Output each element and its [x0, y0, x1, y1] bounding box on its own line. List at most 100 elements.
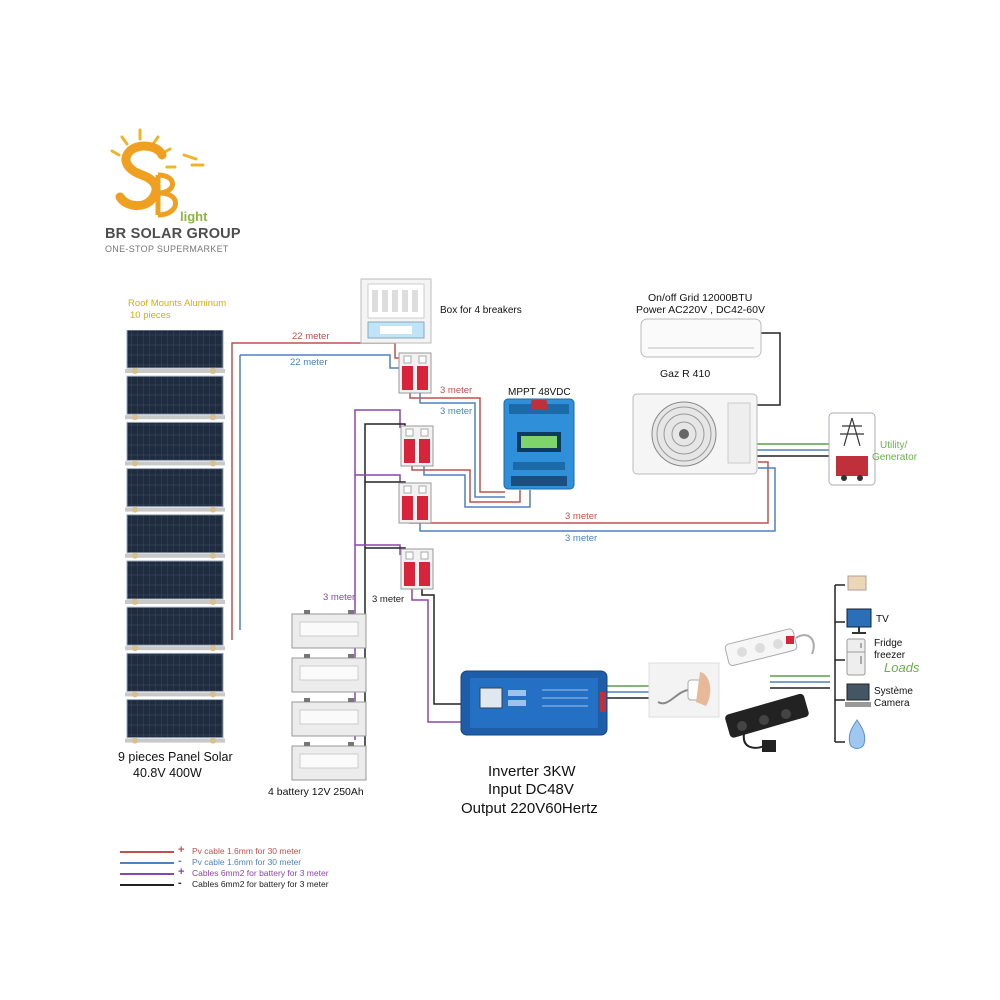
legend-text-4: Cables 6mm2 for battery for 3 meter	[192, 879, 329, 889]
battery-label-plate-4	[299, 753, 359, 769]
power-strip-white	[724, 628, 815, 667]
mount-clamp-2-2	[210, 414, 216, 421]
mount-rail-9	[125, 738, 225, 743]
breaker-2	[400, 425, 434, 467]
breaker-box-image	[360, 278, 432, 344]
mount-rail-3	[125, 461, 225, 466]
logo-b-shape	[155, 172, 178, 218]
tv-icon	[846, 608, 872, 634]
load-camera-label-1: Système	[874, 686, 913, 697]
solar-panel-8	[126, 652, 224, 692]
battery-label-plate-2	[299, 665, 359, 681]
legend-swatch-3	[120, 873, 174, 875]
mount-clamp-3-2	[210, 460, 216, 467]
mount-clamp-8-1	[132, 691, 138, 698]
ac-spec-line1: On/off Grid 12000BTU	[648, 292, 753, 304]
sun-rays-icon	[110, 128, 205, 169]
mount-rail-6	[125, 600, 225, 604]
mount-clamp-2-1	[132, 414, 138, 421]
mount-clamp-5-1	[132, 552, 138, 559]
ac-spec-line2: Power AC220V , DC42-60V	[636, 304, 765, 316]
utility-generator-icon	[828, 412, 876, 486]
logo-light-text: light	[180, 209, 208, 224]
battery-terminal-2-2	[348, 654, 354, 658]
logo-s-shape	[115, 141, 167, 210]
breaker-4	[400, 548, 434, 590]
solar-panel-6	[126, 560, 224, 600]
cable-label-ac-pos: 3 meter	[565, 511, 598, 522]
mount-clamp-6-2	[210, 599, 216, 605]
power-strip-black	[725, 693, 809, 752]
battery-terminal-3-2	[348, 698, 354, 702]
legend-text-1: Pv cable 1.6mm for 30 meter	[192, 846, 302, 856]
battery-terminal-2-1	[304, 654, 310, 658]
battery-positive-bus	[354, 409, 401, 428]
legend-sign-4: -	[178, 877, 182, 889]
mppt-controller-image	[503, 398, 575, 490]
solar-panel-9	[126, 699, 224, 739]
mount-clamp-4-1	[132, 506, 138, 513]
pv-negative-cable	[240, 354, 405, 369]
mount-rail-4	[125, 507, 225, 512]
brand-tagline: ONE-STOP SUPERMARKET	[105, 244, 229, 254]
fridge-icon	[846, 638, 866, 676]
solar-panel-7	[126, 606, 224, 646]
load-fridge-label-2: freezer	[874, 650, 906, 661]
inv-positive-cable	[411, 588, 462, 723]
breaker-box-label: Box for 4 breakers	[440, 305, 522, 316]
solar-panel-2	[126, 375, 224, 415]
panel-caption-1: 9 pieces Panel Solar	[118, 750, 233, 764]
bat-ctrl-negative-cable	[423, 465, 531, 508]
mount-clamp-3-1	[132, 460, 138, 467]
mount-clamp-4-2	[210, 506, 216, 513]
mount-clamp-8-2	[210, 691, 216, 698]
battery-label-plate-3	[299, 709, 359, 725]
breaker-1	[398, 352, 432, 394]
battery-terminal-1-2	[348, 610, 354, 614]
utility-label-1: Utility/	[880, 440, 908, 451]
solar-panel-array	[125, 330, 225, 744]
load-fridge-label-1: Fridge	[874, 638, 903, 649]
mount-rail-8	[125, 692, 225, 697]
utility-label-2: Generator	[872, 452, 918, 463]
ac-outdoor-unit	[632, 393, 758, 475]
logo: light	[110, 128, 208, 224]
legend-text-3: Cables 6mm2 for battery for 3 meter	[192, 868, 329, 878]
mount-clamp-7-2	[210, 645, 216, 652]
water-heater-icon	[848, 719, 866, 749]
ac-gas-label: Gaz R 410	[660, 368, 711, 380]
mount-rail-5	[125, 553, 225, 558]
battery-negative-b4	[365, 547, 406, 555]
cable-label-ctrl-pos: 3 meter	[440, 385, 473, 396]
controller-label: MPPT 48VDC	[508, 387, 571, 398]
load-tv-label: TV	[876, 614, 889, 625]
battery-positive-b4	[355, 544, 401, 555]
panel-caption-2: 40.8V 400W	[133, 766, 202, 780]
solar-panel-4	[126, 468, 224, 508]
battery-label-plate-1	[299, 621, 359, 637]
inverter-label-1: Inverter 3KW	[488, 763, 576, 780]
battery-negative-bus	[364, 423, 406, 430]
mount-rail-1	[125, 369, 225, 373]
mount-clamp-1-1	[132, 368, 138, 374]
battery-terminal-1-1	[304, 610, 310, 614]
breaker-3	[398, 482, 432, 524]
solar-panel-3	[126, 421, 224, 461]
load-camera-label-2: Camera	[874, 698, 910, 709]
ctrl-negative-cable	[419, 393, 505, 498]
cable-label-pv-neg: 22 meter	[290, 357, 328, 368]
mount-clamp-5-2	[210, 552, 216, 559]
mount-label-2: 10 pieces	[130, 310, 171, 321]
battery-bank	[291, 610, 367, 781]
battery-terminal-4-1	[304, 742, 310, 746]
legend-sign-2: -	[178, 855, 182, 867]
cable-label-ac-neg: 3 meter	[565, 533, 598, 544]
inverter-label-2: Input DC48V	[488, 781, 574, 798]
lamp-icon	[847, 575, 867, 591]
mount-rail-7	[125, 646, 225, 651]
solar-panel-1	[126, 330, 224, 369]
brand-name: BR SOLAR GROUP	[105, 226, 241, 242]
legend-text-2: Pv cable 1.6mm for 30 meter	[192, 857, 302, 867]
mount-clamp-9-1	[132, 737, 138, 744]
